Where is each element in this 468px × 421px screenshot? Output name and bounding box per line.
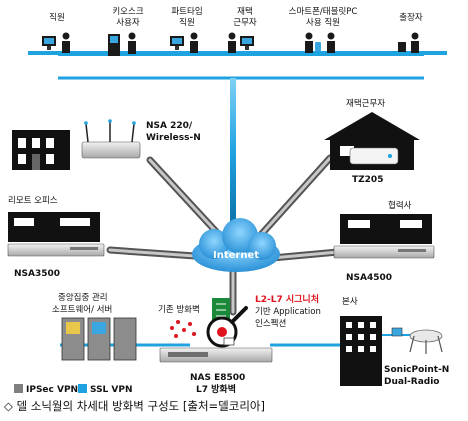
nsa4500-device-icon xyxy=(333,245,435,259)
user-label-kiosk-2: 사용자 xyxy=(116,18,140,28)
nsa220-device-icon xyxy=(81,119,141,159)
legend-ssl-swatch xyxy=(78,384,87,393)
l2l7-label-3: 인스펙션 xyxy=(255,318,286,329)
sonicpoint-label-2: Dual-Radio xyxy=(384,377,440,387)
sonicpoint-label-1: SonicPoint-N xyxy=(384,365,449,375)
l2l7-label-2: 기반 Application xyxy=(255,306,321,317)
legend-ipsec-label: IPSec VPN xyxy=(26,385,78,395)
mgmt-label-2: 소프트웨어/ 서버 xyxy=(52,304,112,315)
branch-building-icon xyxy=(12,130,70,170)
remote-office-building-icon xyxy=(8,212,100,242)
magnifier-icon xyxy=(206,306,248,348)
user-bus xyxy=(28,51,447,228)
tz205-label: TZ205 xyxy=(352,175,383,185)
nsa-e8500-label-2: L7 방화벽 xyxy=(196,383,236,395)
threat-dots-icon xyxy=(170,320,196,338)
mobile-user-icon xyxy=(305,32,335,53)
ipsec-links xyxy=(106,154,364,316)
legend: IPSec VPN SSL VPN xyxy=(14,384,133,395)
hq-label: 본사 xyxy=(342,297,358,307)
user-label-employee: 직원 xyxy=(49,12,65,23)
mgmt-label-1: 중앙집중 관리 xyxy=(58,292,108,303)
legacy-firewall-icon xyxy=(212,298,230,320)
nsa220-label-2: Wireless-N xyxy=(146,133,201,143)
parttime-employee-icon xyxy=(170,32,198,53)
user-label-remote-1: 재택 xyxy=(237,6,253,17)
hq-building-icon xyxy=(340,316,382,386)
employee-desk-icon xyxy=(42,32,70,53)
traveler-icon xyxy=(398,32,419,53)
internet-cloud: Internet xyxy=(192,218,280,272)
user-label-mobile-2: 사용 직원 xyxy=(306,17,340,28)
nsa4500-label: NSA4500 xyxy=(346,273,392,283)
nsa3500-device-icon xyxy=(7,243,105,257)
user-label-traveler: 출장자 xyxy=(399,12,423,23)
nsa-e8500-device-icon xyxy=(159,347,273,363)
nsa3500-label: NSA3500 xyxy=(14,269,60,279)
l2l7-label-1: L2-L7 시그니처 xyxy=(255,293,319,305)
nsa220-label-1: NSA 220/ xyxy=(146,121,193,131)
partner-label: 협력사 xyxy=(388,200,412,211)
sonicpoint-device-icon xyxy=(391,327,443,354)
remote-office-label: 리모트 오피스 xyxy=(8,196,58,206)
user-label-remote-2: 근무자 xyxy=(233,18,257,28)
kiosk-user-icon xyxy=(108,32,136,56)
legend-ipsec-swatch xyxy=(14,384,23,393)
user-label-kiosk-1: 키오스크 xyxy=(112,7,143,17)
nsa-e8500-label-1: NAS E8500 xyxy=(190,373,245,383)
remote-worker-icon xyxy=(228,32,254,53)
tz205-device-icon xyxy=(349,147,399,165)
home-worker-label: 재택근무자 xyxy=(346,98,385,109)
figure-caption: ◇ 델 소닉월의 차세대 방화벽 구성도 [출처=델코리아] xyxy=(4,399,265,413)
mgmt-server-icon xyxy=(61,317,137,361)
top-user-labels: 직원 키오스크 사용자 파트타임 직원 재택 근무자 스마트폰/태블릿PC 사용… xyxy=(49,6,423,28)
user-label-mobile-1: 스마트폰/태블릿PC xyxy=(289,6,358,17)
user-label-parttime-2: 직원 xyxy=(179,17,195,28)
user-label-parttime-1: 파트타임 xyxy=(171,6,202,17)
internet-label: Internet xyxy=(213,250,259,261)
legend-ssl-label: SSL VPN xyxy=(90,385,133,395)
legacy-fw-label: 기존 방화벽 xyxy=(158,304,200,315)
partner-building-icon xyxy=(340,214,432,244)
